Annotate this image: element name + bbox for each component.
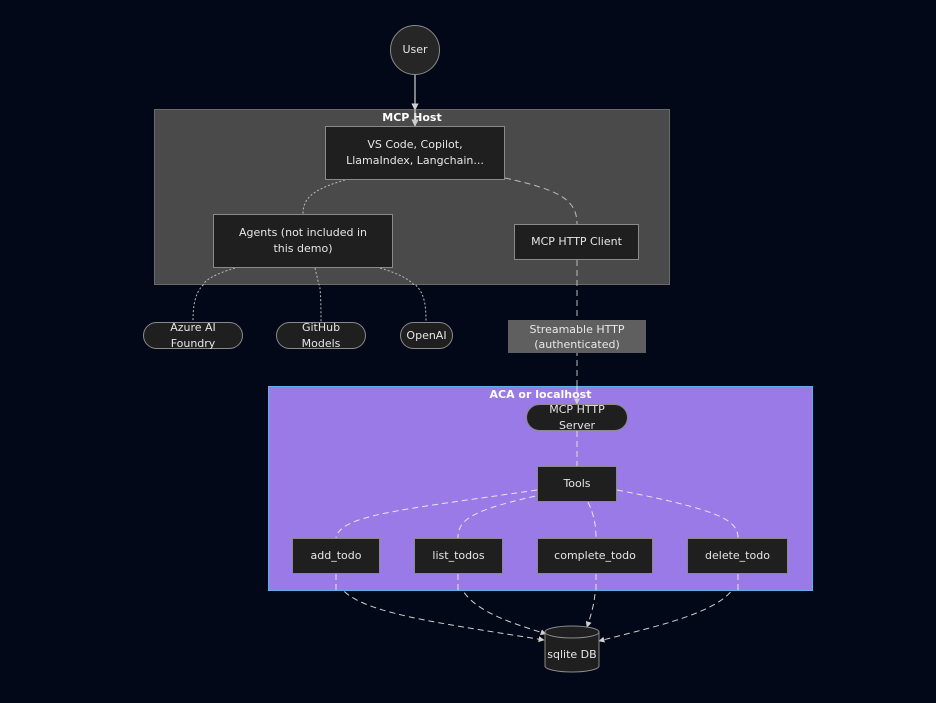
mcp-server-label: MCP HTTP Server	[549, 402, 605, 432]
delete-todo-label: delete_todo	[705, 549, 770, 562]
tools-label: Tools	[563, 477, 591, 490]
edge-agents-github	[314, 267, 322, 323]
github-label: GitHub Models	[301, 320, 341, 350]
agents-node[interactable]: Agents (not included in this demo)	[213, 214, 393, 268]
cluster-aca-title: ACA or localhost	[489, 388, 592, 401]
user-label: User	[402, 43, 428, 56]
list-todos-node[interactable]: list_todos	[414, 538, 503, 574]
vscode-node[interactable]: VS Code, Copilot, LlamaIndex, Langchain.…	[325, 126, 505, 180]
list-todos-label: list_todos	[432, 549, 485, 562]
mcp-client-node[interactable]: MCP HTTP Client	[514, 224, 639, 260]
delete-todo-node[interactable]: delete_todo	[687, 538, 788, 574]
complete-todo-label: complete_todo	[554, 549, 636, 562]
tools-node[interactable]: Tools	[537, 466, 617, 502]
add-todo-node[interactable]: add_todo	[292, 538, 380, 574]
vscode-label: VS Code, Copilot, LlamaIndex, Langchain.…	[346, 138, 484, 167]
mcp-server-node[interactable]: MCP HTTP Server	[526, 402, 628, 432]
complete-todo-node[interactable]: complete_todo	[537, 538, 653, 574]
agents-label: Agents (not included in this demo)	[239, 226, 367, 255]
cluster-mcp-host-title: MCP Host	[382, 111, 442, 124]
azure-label: Azure AI Foundry	[170, 320, 216, 350]
openai-label: OpenAI	[406, 328, 447, 342]
sqlite-db-icon	[544, 625, 600, 673]
sqlite-db-node[interactable]: sqlite DB	[543, 648, 601, 664]
azure-ai-foundry-node[interactable]: Azure AI Foundry	[143, 320, 243, 350]
mcp-client-label: MCP HTTP Client	[531, 235, 622, 248]
add-todo-label: add_todo	[310, 549, 362, 562]
sqlite-label: sqlite DB	[547, 648, 597, 661]
openai-node[interactable]: OpenAI	[400, 322, 453, 349]
streamable-http-text: Streamable HTTP (authenticated)	[529, 322, 625, 351]
streamable-http-label: Streamable HTTP (authenticated)	[508, 320, 646, 353]
user-node[interactable]: User	[390, 25, 440, 75]
github-models-node[interactable]: GitHub Models	[276, 320, 366, 350]
